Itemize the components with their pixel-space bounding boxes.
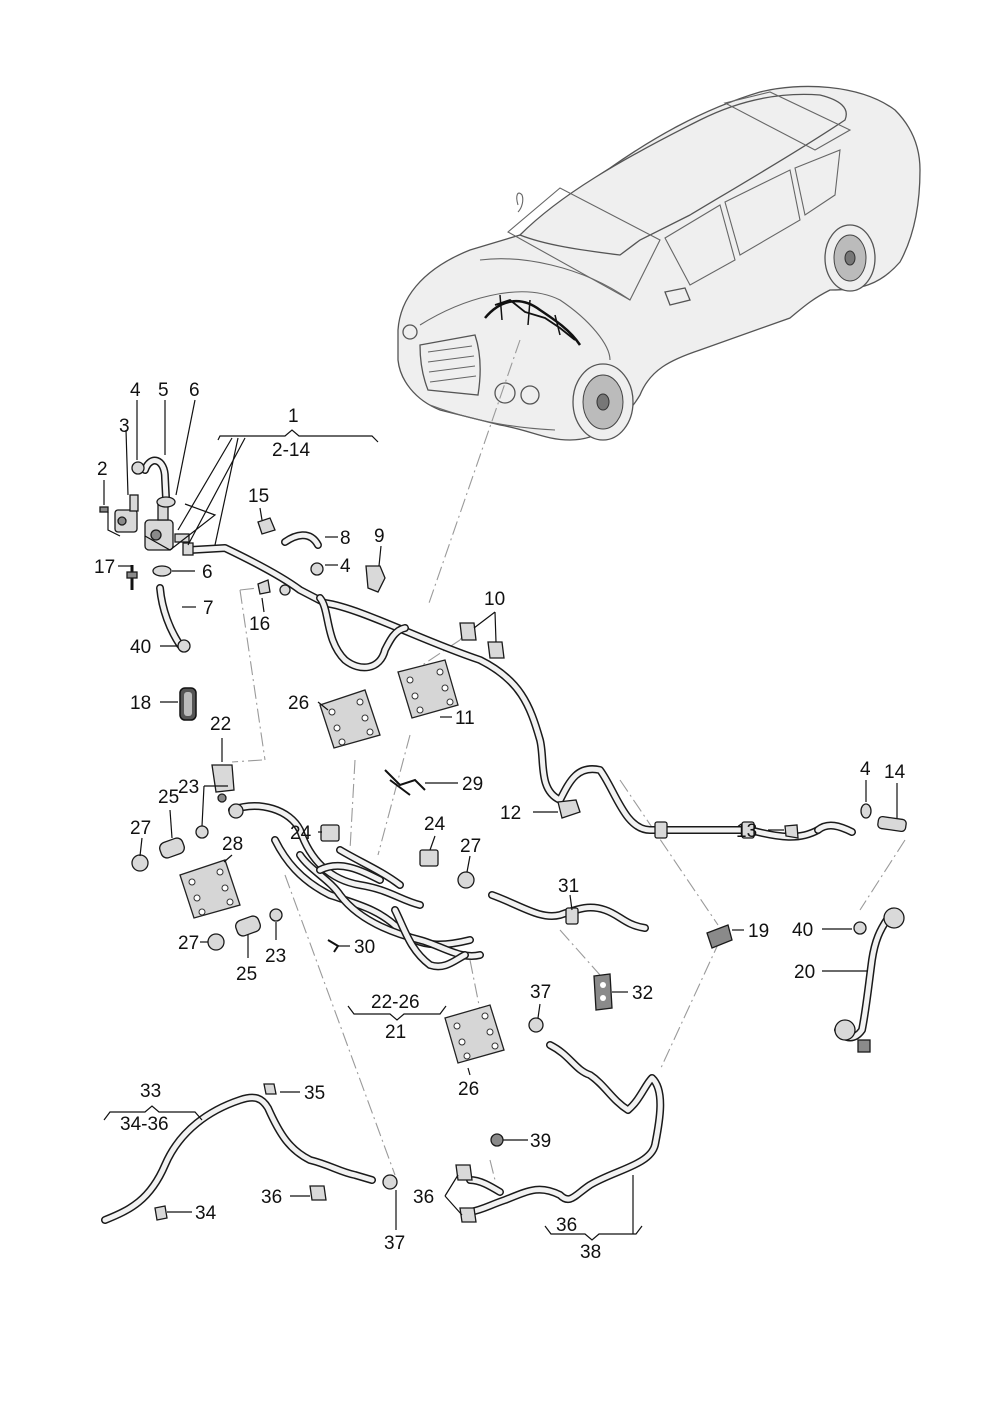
callout-13: 13 [736, 821, 757, 842]
callout-4-right: 4 [860, 759, 871, 780]
callout-40-left: 40 [130, 637, 151, 658]
hoses [101, 456, 892, 1224]
callout-labels: 1 2-14 2 3 4 5 6 6 7 4 8 9 10 11 12 13 4… [94, 380, 906, 1263]
callout-34: 34 [195, 1203, 217, 1224]
pad-11 [397, 659, 459, 719]
callout-8: 8 [340, 528, 351, 549]
callout-36-right: 36 [556, 1215, 577, 1236]
callout-32: 32 [632, 983, 653, 1004]
callout-26-top: 26 [288, 693, 309, 714]
callout-25-bottom: 25 [236, 964, 257, 985]
callout-11: 11 [455, 708, 475, 729]
callout-33: 33 [140, 1081, 161, 1102]
callout-23-bottom: 23 [265, 946, 286, 967]
callout-22-26: 22-26 [371, 992, 420, 1013]
callout-37-mid: 37 [530, 982, 551, 1003]
callout-22: 22 [210, 714, 231, 735]
callout-6-mid: 6 [202, 562, 213, 583]
callout-24-right: 24 [424, 814, 446, 835]
callout-6-top: 6 [189, 380, 200, 401]
callout-21: 21 [385, 1022, 406, 1043]
callout-18: 18 [130, 693, 151, 714]
callout-27-mid: 27 [178, 933, 199, 954]
reference-lines [231, 339, 906, 1181]
callout-39: 39 [530, 1131, 551, 1152]
callout-17: 17 [94, 557, 115, 578]
callout-15: 15 [248, 486, 269, 507]
callout-1: 1 [288, 406, 299, 427]
callout-27-right: 27 [460, 836, 481, 857]
callout-34-36: 34-36 [120, 1114, 169, 1135]
callout-19: 19 [748, 921, 769, 942]
callout-9: 9 [374, 526, 385, 547]
callout-10: 10 [484, 589, 505, 610]
callout-5: 5 [158, 380, 169, 401]
callout-31: 31 [558, 876, 579, 897]
callout-29: 29 [462, 774, 483, 795]
pad-26b [444, 1004, 505, 1064]
valve-6 [144, 504, 190, 551]
callout-2-14: 2-14 [272, 440, 310, 461]
rear-wheel [824, 224, 876, 292]
callout-20: 20 [794, 962, 815, 983]
callout-7: 7 [203, 598, 214, 619]
callout-16: 16 [249, 614, 270, 635]
callout-2: 2 [97, 459, 108, 480]
callout-27-left: 27 [130, 818, 151, 839]
callout-38: 38 [580, 1242, 601, 1263]
pad-28 [179, 859, 241, 919]
callout-25-top: 25 [158, 787, 179, 808]
pads [179, 659, 505, 1064]
callout-23-top: 23 [178, 777, 199, 798]
callout-36-mid: 36 [413, 1187, 434, 1208]
front-wheel [572, 363, 634, 441]
callout-14: 14 [884, 762, 906, 783]
callout-4-top: 4 [130, 380, 141, 401]
callout-37-bottom: 37 [384, 1233, 405, 1254]
callout-40-right: 40 [792, 920, 813, 941]
parts [99, 461, 907, 1223]
callout-28: 28 [222, 834, 243, 855]
callout-26-bottom: 26 [458, 1079, 479, 1100]
callout-24-left: 24 [290, 823, 312, 844]
leaders [103, 399, 898, 1241]
callout-12: 12 [500, 803, 521, 824]
valve-3 [114, 494, 139, 533]
callout-35: 35 [304, 1083, 325, 1104]
callout-30: 30 [354, 937, 375, 958]
pad-26a [319, 689, 381, 749]
callout-3: 3 [119, 416, 130, 437]
callout-4-mid: 4 [340, 556, 351, 577]
callout-36-left: 36 [261, 1187, 282, 1208]
car-illustration [397, 85, 921, 441]
